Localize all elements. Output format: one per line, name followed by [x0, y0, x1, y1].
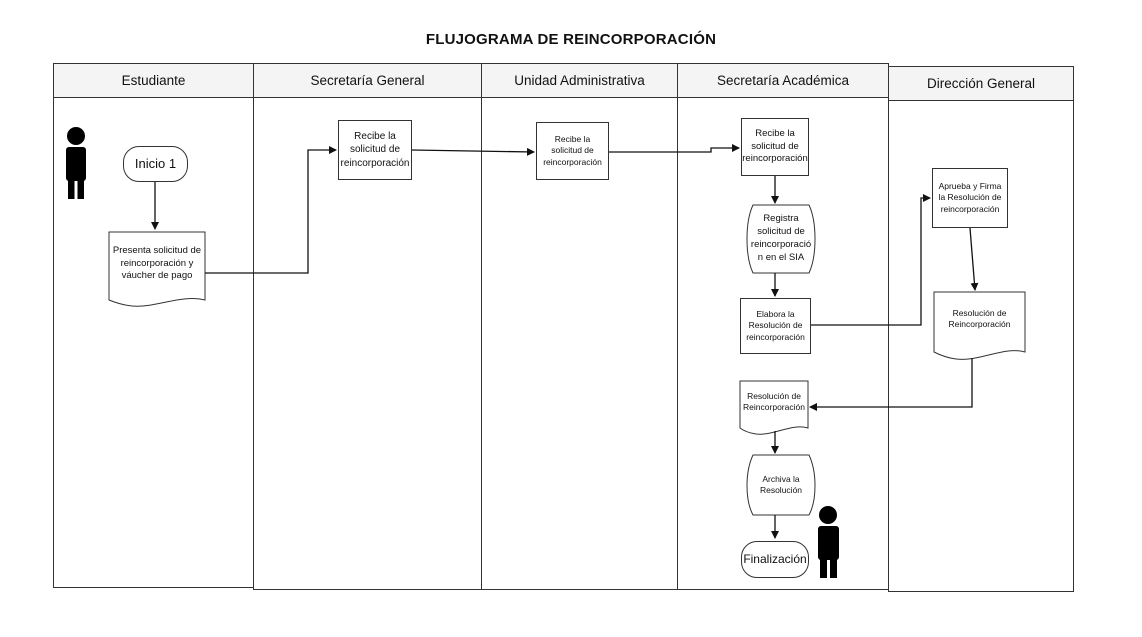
arrow-elabora-aprueba — [811, 194, 931, 326]
document-shape — [739, 380, 809, 435]
person-icon — [818, 506, 839, 578]
node-label: Elabora la Resolución de reincorporación — [746, 308, 805, 342]
document-shape — [108, 231, 206, 307]
node-label: Resolución de Reincorporación — [948, 307, 1011, 329]
lane-direccion-general: Dirección General — [888, 66, 1074, 592]
arrow-sg-ua — [411, 147, 535, 156]
document-shape — [933, 291, 1026, 360]
ua-recibe-process: Recibe la solicitud de reincorporación — [536, 122, 609, 180]
node-label: Recibe la solicitud de reincorporación — [340, 130, 410, 169]
node-label: Registra solicitud de reincorporació n e… — [750, 213, 812, 263]
lane-header: Unidad Administrativa — [482, 64, 677, 98]
arrow-presenta-sg — [205, 146, 337, 274]
lane-header: Secretaría General — [254, 64, 481, 98]
archiva-storage: Archiva la Resolución — [750, 457, 812, 513]
sg-recibe-process: Recibe la solicitud de reincorporación — [338, 120, 412, 180]
node-label: Presenta solicitud de reincorporación y … — [112, 244, 202, 282]
arrow-aprueba-resolucion — [969, 227, 979, 291]
registra-storage: Registra solicitud de reincorporació n e… — [750, 207, 812, 271]
arrow-ua-sa — [609, 144, 740, 153]
person-icon — [66, 127, 86, 199]
node-label: Archiva la Resolución — [759, 473, 803, 495]
arrow-dg-resolucion-sa — [809, 358, 973, 411]
lane-header: Estudiante — [54, 64, 253, 98]
node-label: Recibe la solicitud de reincorporación — [742, 127, 808, 165]
storage-shape — [746, 204, 816, 274]
lane-header: Secretaría Académica — [678, 64, 888, 98]
node-label: Resolución de Reincorporación — [743, 390, 805, 412]
node-label: Inicio 1 — [134, 156, 177, 172]
node-label: Aprueba y Firma la Resolución de reincor… — [938, 180, 1002, 214]
aprueba-process: Aprueba y Firma la Resolución de reincor… — [932, 168, 1008, 228]
sa-recibe-process: Recibe la solicitud de reincorporación — [741, 118, 809, 176]
presenta-document: Presenta solicitud de reincorporación y … — [109, 232, 205, 296]
storage-shape — [746, 454, 816, 516]
diagram-title: FLUJOGRAMA DE REINCORPORACIÓN — [425, 31, 717, 48]
node-label: Finalización — [743, 552, 807, 567]
node-label: Recibe la solicitud de reincorporación — [543, 133, 602, 167]
dg-resolucion-document: Resolución de Reincorporación — [934, 294, 1025, 344]
lane-header: Dirección General — [889, 67, 1073, 101]
sa-resolucion-document: Resolución de Reincorporación — [740, 382, 808, 422]
elabora-process: Elabora la Resolución de reincorporación — [740, 298, 811, 354]
start-terminal: Inicio 1 — [123, 146, 188, 182]
end-terminal: Finalización — [741, 541, 809, 578]
